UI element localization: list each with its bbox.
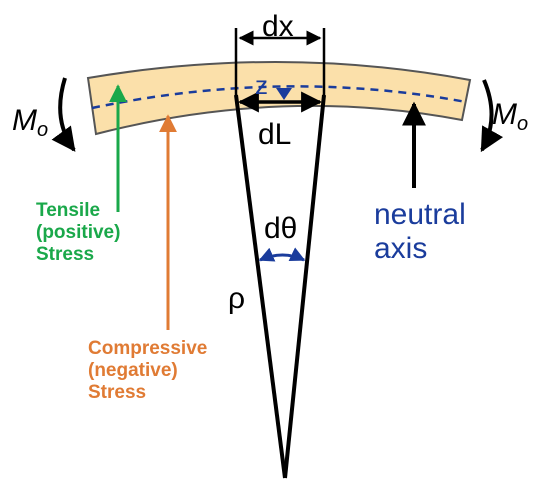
z-label: z	[255, 70, 268, 100]
moment-label-left: Mo	[12, 104, 49, 141]
dl-label: dL	[258, 118, 292, 151]
compressive-stress-label: Compressive (negative) Stress	[88, 338, 208, 403]
dtheta-arc	[258, 247, 306, 262]
tensile-stress-label: Tensile (positive) Stress	[36, 200, 121, 265]
moment-label-right: Mo	[492, 98, 529, 135]
neutral-axis-label: neutral axis	[374, 198, 466, 265]
moment-arrow-left-icon	[51, 77, 76, 152]
radius-line-right	[283, 94, 326, 479]
radius-line-left	[234, 94, 287, 479]
moment-arrow-right-icon	[480, 79, 504, 153]
dtheta-label: dθ	[264, 212, 298, 245]
rho-label: ρ	[228, 282, 246, 315]
z-marker-icon	[276, 88, 292, 100]
dx-label: dx	[262, 10, 294, 43]
neutral-axis-line	[91, 85, 467, 110]
